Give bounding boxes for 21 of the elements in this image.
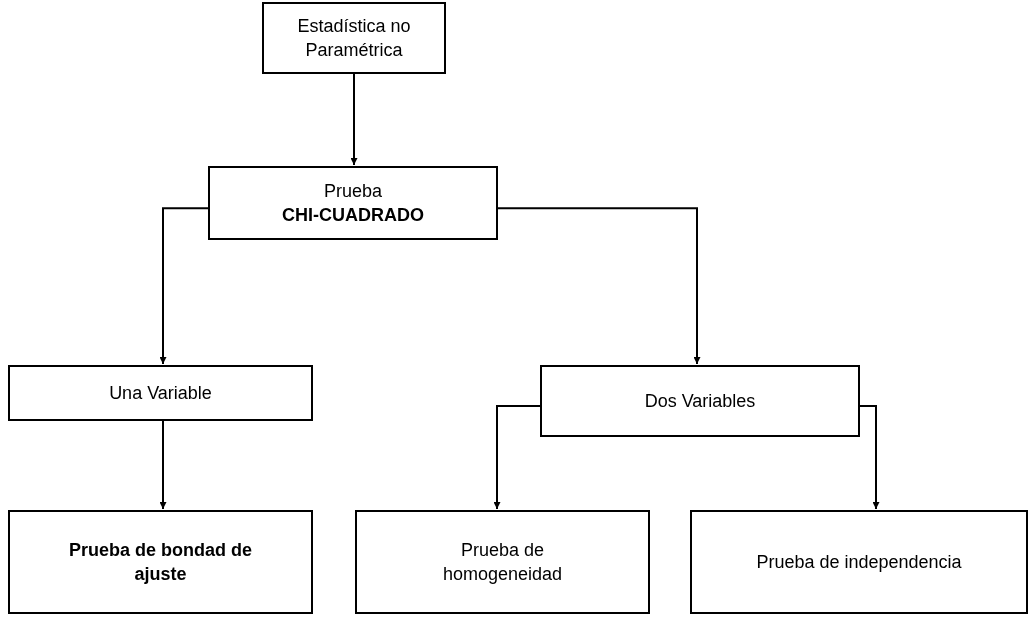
arrow — [159, 207, 209, 365]
process-box — [8, 510, 313, 614]
arrow — [159, 420, 167, 510]
arrow — [497, 207, 701, 365]
box-text: CHI-CUADRADO — [282, 204, 424, 227]
process-box — [355, 510, 650, 614]
box-text: Prueba — [323, 179, 382, 203]
arrow — [350, 73, 358, 166]
process-box — [540, 365, 860, 437]
box-text: Prueba de bondad de ajuste — [68, 538, 253, 586]
process-box — [690, 510, 1028, 614]
process-box — [262, 2, 446, 74]
box-text: Prueba de independencia — [756, 550, 962, 574]
box-text: Prueba de homogeneidad — [441, 538, 564, 586]
box-text: Dos Variables — [644, 389, 756, 413]
process-box — [8, 365, 313, 421]
arrow — [859, 405, 880, 510]
box-text: Estadística no Paramétrica — [296, 14, 412, 62]
process-box — [208, 166, 498, 240]
box-text: Una Variable — [109, 381, 212, 405]
arrow — [493, 405, 541, 510]
